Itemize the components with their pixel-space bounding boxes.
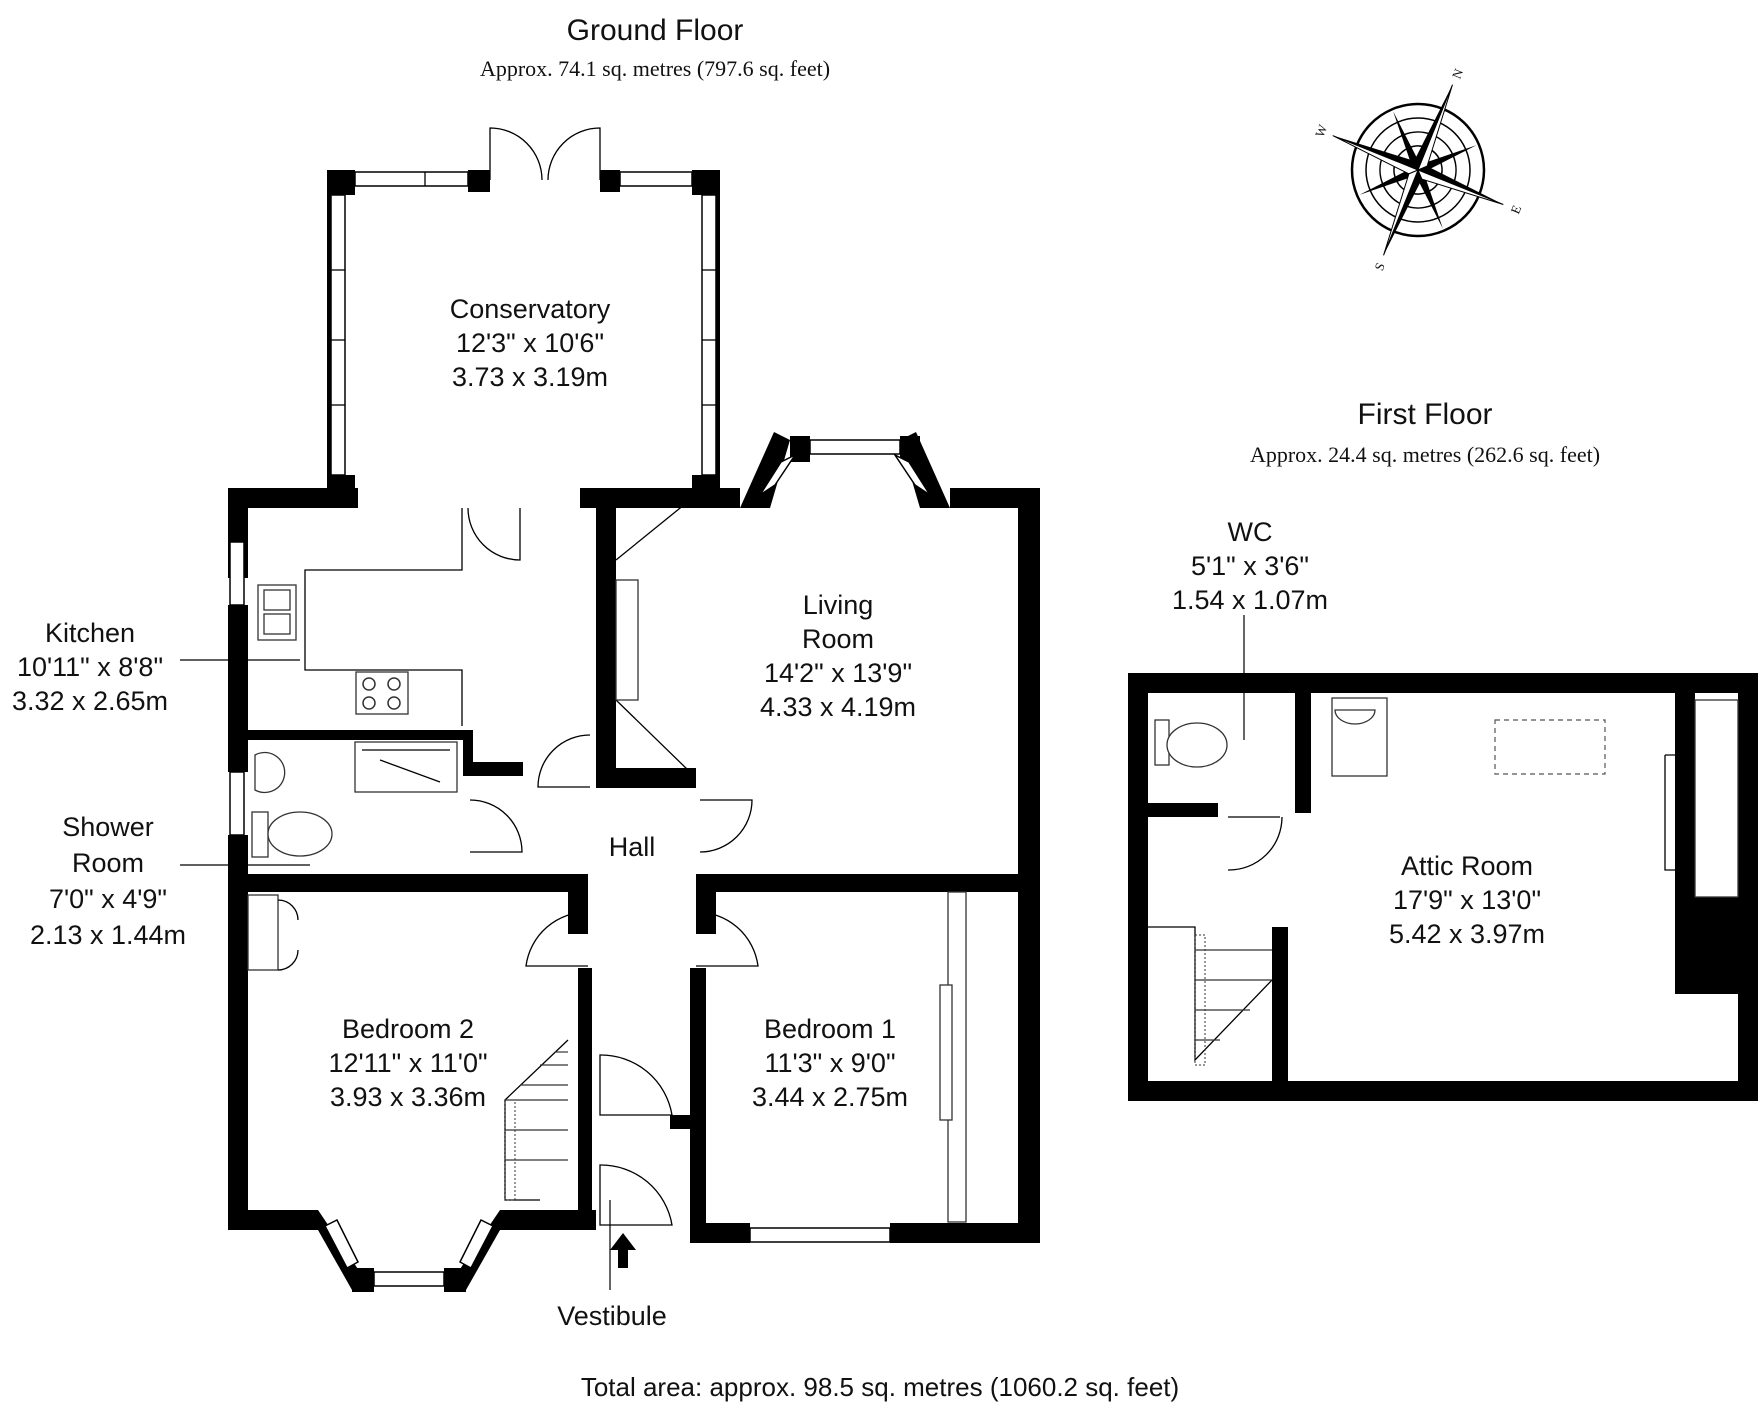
conservatory-metric: 3.73 x 3.19m [452, 362, 608, 392]
bedroom-1-metric: 3.44 x 2.75m [752, 1082, 908, 1112]
compass-letter-e: E [1507, 203, 1524, 216]
room-shower-room: Shower Room 7'0" x 4'9" 2.13 x 1.44m [30, 812, 186, 950]
room-bedroom-1: Bedroom 1 11'3" x 9'0" 3.44 x 2.75m [752, 1014, 908, 1112]
attic-room-metric: 5.42 x 3.97m [1389, 919, 1545, 949]
shower-room-imperial: 7'0" x 4'9" [49, 884, 167, 914]
shower-room-metric: 2.13 x 1.44m [30, 920, 186, 950]
ground-floor-plan [180, 127, 1245, 1292]
total-area: Total area: approx. 98.5 sq. metres (106… [581, 1372, 1179, 1402]
living-room-name-line2: Room [802, 624, 874, 654]
wc-metric: 1.54 x 1.07m [1172, 585, 1328, 615]
bedroom-1-imperial: 11'3" x 9'0" [764, 1048, 895, 1078]
room-bedroom-2: Bedroom 2 12'11" x 11'0" 3.93 x 3.36m [328, 1014, 487, 1112]
kitchen-name: Kitchen [45, 618, 135, 648]
compass-letter-w: W [1312, 122, 1331, 140]
room-wc: WC 5'1" x 3'6" 1.54 x 1.07m [1172, 517, 1328, 615]
wc-imperial: 5'1" x 3'6" [1191, 551, 1309, 581]
room-conservatory: Conservatory 12'3" x 10'6" 3.73 x 3.19m [450, 294, 611, 392]
compass-rose-icon: W E S N [1312, 66, 1524, 273]
wc-name: WC [1228, 517, 1273, 547]
attic-room-name: Attic Room [1401, 851, 1533, 881]
bedroom-2-name: Bedroom 2 [342, 1014, 474, 1044]
living-room-metric: 4.33 x 4.19m [760, 692, 916, 722]
conservatory-name: Conservatory [450, 294, 611, 324]
room-kitchen: Kitchen 10'11" x 8'8" 3.32 x 2.65m [12, 618, 168, 716]
bedroom-2-metric: 3.93 x 3.36m [330, 1082, 486, 1112]
hall-name: Hall [609, 832, 656, 862]
attic-room-imperial: 17'9" x 13'0" [1393, 885, 1541, 915]
compass-letter-s: S [1371, 260, 1388, 272]
vestibule-name: Vestibule [557, 1301, 667, 1331]
bedroom-1-name: Bedroom 1 [764, 1014, 896, 1044]
kitchen-metric: 3.32 x 2.65m [12, 686, 168, 716]
shower-room-name-line1: Shower [62, 812, 154, 842]
ground-floor-area: Approx. 74.1 sq. metres (797.6 sq. feet) [480, 56, 830, 81]
living-room-name-line1: Living [803, 590, 874, 620]
compass-letter-n: N [1449, 66, 1467, 81]
ground-floor-title: Ground Floor [567, 14, 744, 47]
living-room-imperial: 14'2" x 13'9" [764, 658, 912, 688]
kitchen-imperial: 10'11" x 8'8" [17, 652, 163, 682]
conservatory-imperial: 12'3" x 10'6" [456, 328, 604, 358]
room-living-room: Living Room 14'2" x 13'9" 4.33 x 4.19m [760, 590, 916, 722]
first-floor-area: Approx. 24.4 sq. metres (262.6 sq. feet) [1250, 442, 1600, 467]
bedroom-2-imperial: 12'11" x 11'0" [328, 1048, 487, 1078]
shower-room-name-line2: Room [72, 848, 144, 878]
room-attic-room: Attic Room 17'9" x 13'0" 5.42 x 3.97m [1389, 851, 1545, 949]
first-floor-plan [1128, 673, 1758, 1101]
first-floor-title: First Floor [1358, 398, 1493, 431]
